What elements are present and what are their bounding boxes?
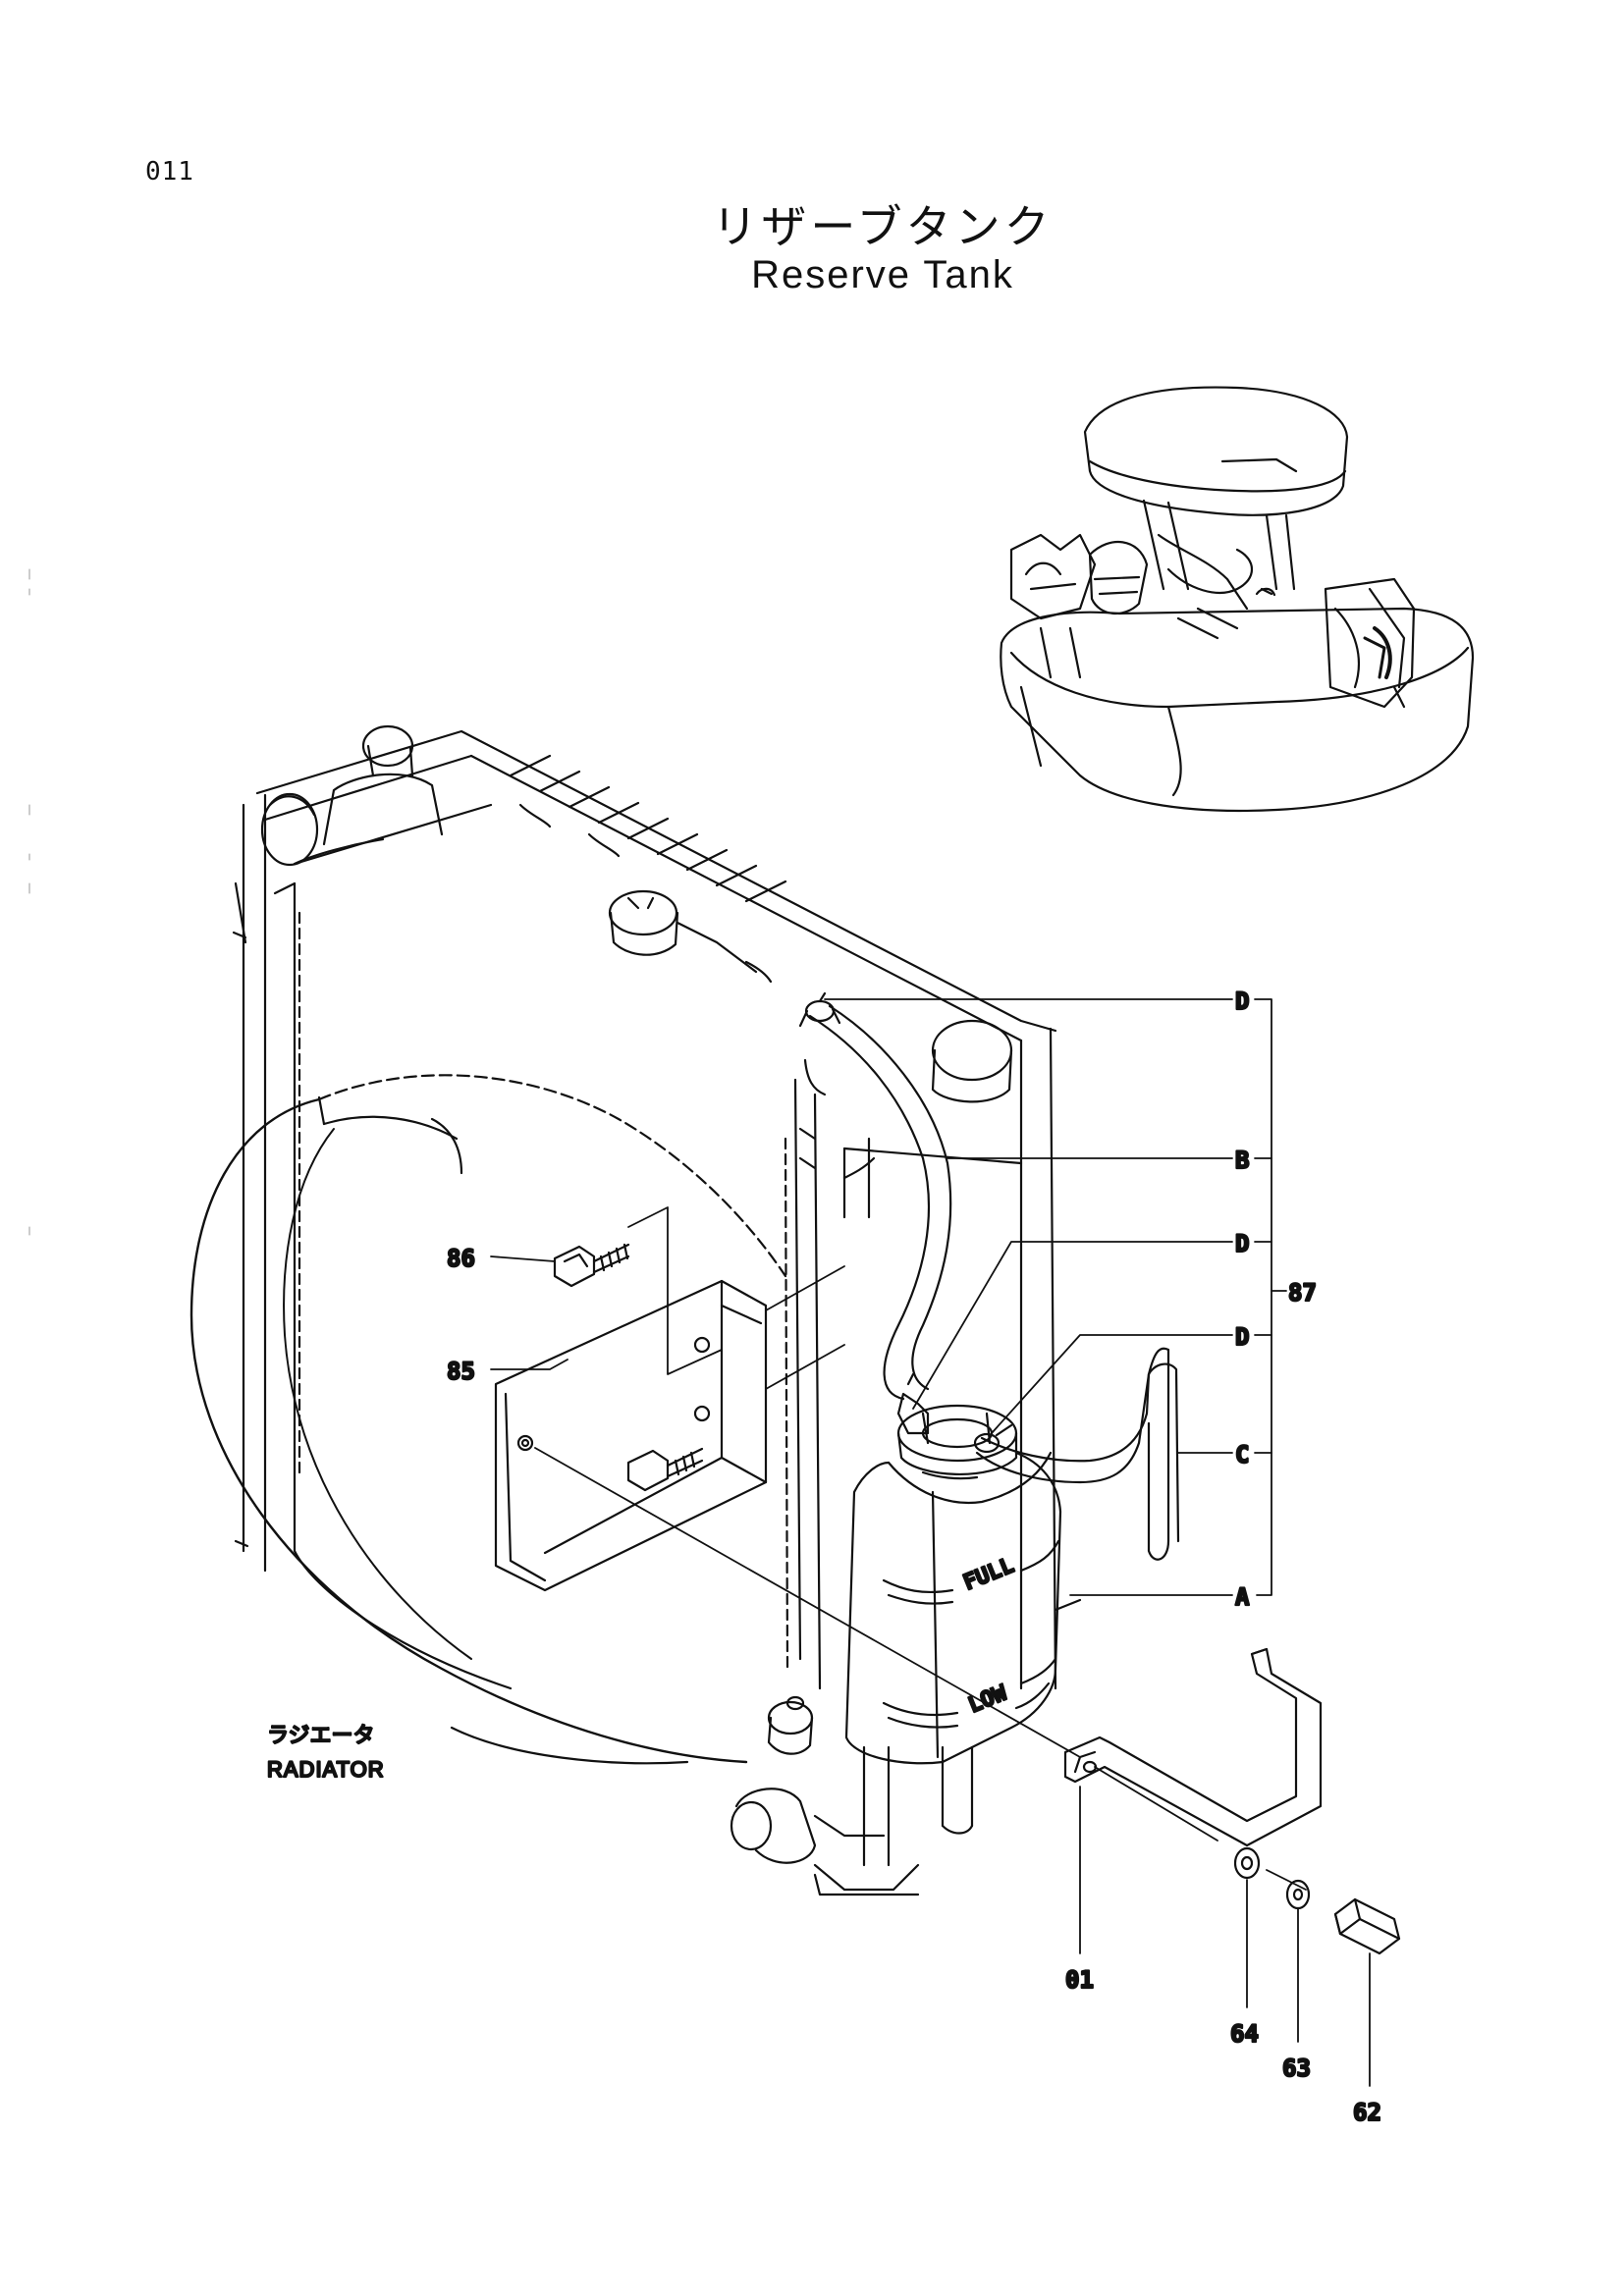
hose-b <box>808 1004 952 1401</box>
tank-full-mark: FULL <box>960 1554 1017 1596</box>
callout-01: 01 <box>1065 1966 1094 1994</box>
callout-63: 63 <box>1282 2055 1311 2082</box>
hose-label-d-lower: D <box>1235 1323 1249 1351</box>
hose-clip-side <box>973 1423 1013 1454</box>
title-english: Reserve Tank <box>751 253 1014 296</box>
callout-62: 62 <box>1353 2099 1381 2126</box>
radiator-label-jp: ラジエータ <box>267 1724 375 1748</box>
hose-clip-cap <box>896 1372 930 1435</box>
title-japanese: リザーブタンク <box>712 200 1054 253</box>
hose-label-d-middle: D <box>1235 1230 1249 1257</box>
tank-low-mark: LOW <box>965 1681 1011 1718</box>
washer-63 <box>1285 1879 1311 1910</box>
washer-64 <box>1233 1846 1261 1880</box>
machine-overview-inset <box>1000 386 1475 813</box>
hose-label-c: C <box>1235 1441 1249 1468</box>
bolt-86 <box>553 1243 630 1288</box>
reserve-tank <box>844 1404 1082 1765</box>
callout-leaders <box>490 998 1371 2087</box>
tank-strap <box>1063 1647 1323 1847</box>
mounting-bracket <box>494 1279 768 1592</box>
hose-label-b: B <box>1235 1147 1249 1174</box>
callout-87: 87 <box>1288 1279 1317 1307</box>
callout-86: 86 <box>447 1245 475 1272</box>
hose-label-d-top: D <box>1235 988 1249 1015</box>
hose-c <box>975 1347 1180 1561</box>
bolt-62 <box>1333 1897 1401 1955</box>
radiator-assembly <box>189 724 1057 1896</box>
callout-64: 64 <box>1230 2020 1259 2048</box>
hose-clip-top <box>798 991 841 1028</box>
bolt-lower-mount <box>626 1447 704 1492</box>
hose-label-a: A <box>1235 1583 1250 1611</box>
assembly-lines <box>534 1206 1307 1891</box>
page-number: 011 <box>145 157 194 187</box>
callout-85: 85 <box>447 1358 475 1385</box>
radiator-label-en: RADIATOR <box>267 1757 385 1782</box>
